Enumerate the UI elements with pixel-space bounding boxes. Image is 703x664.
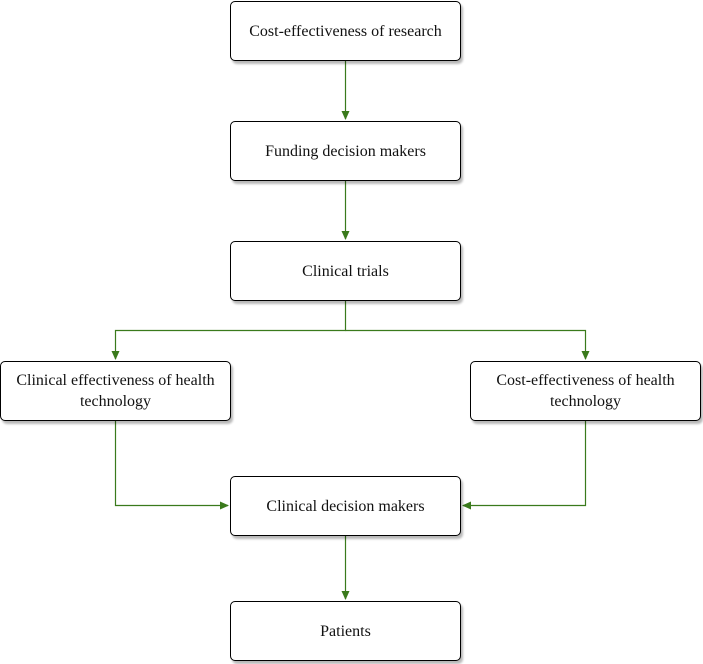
node-label: Cost-effectiveness of research xyxy=(249,22,442,40)
node-label: Cost-effectiveness of health technology xyxy=(496,372,675,410)
node-funding-decision-makers: Funding decision makers xyxy=(230,121,461,181)
node-label: Funding decision makers xyxy=(265,142,426,160)
node-clinical-trials: Clinical trials xyxy=(230,241,461,301)
edge-cost-effectiveness-to-decision xyxy=(462,421,587,510)
node-label: Clinical effectiveness of health technol… xyxy=(16,372,215,410)
edge-clinical-effectiveness-to-decision xyxy=(114,421,229,510)
edge-trials-to-cost-effectiveness xyxy=(345,329,590,360)
node-label: Clinical decision makers xyxy=(266,497,425,515)
node-cost-effectiveness-of-research: Cost-effectiveness of research xyxy=(230,1,461,61)
node-cost-effectiveness-of-health-technology: Cost-effectiveness of health technology xyxy=(470,361,701,421)
node-label: Patients xyxy=(320,622,371,640)
node-label: Clinical trials xyxy=(302,262,389,280)
node-clinical-effectiveness: Clinical effectiveness of health technol… xyxy=(0,361,231,421)
node-clinical-decision-makers: Clinical decision makers xyxy=(230,476,461,536)
node-patients: Patients xyxy=(230,601,461,661)
edge-trials-to-clinical-effectiveness xyxy=(111,301,347,360)
